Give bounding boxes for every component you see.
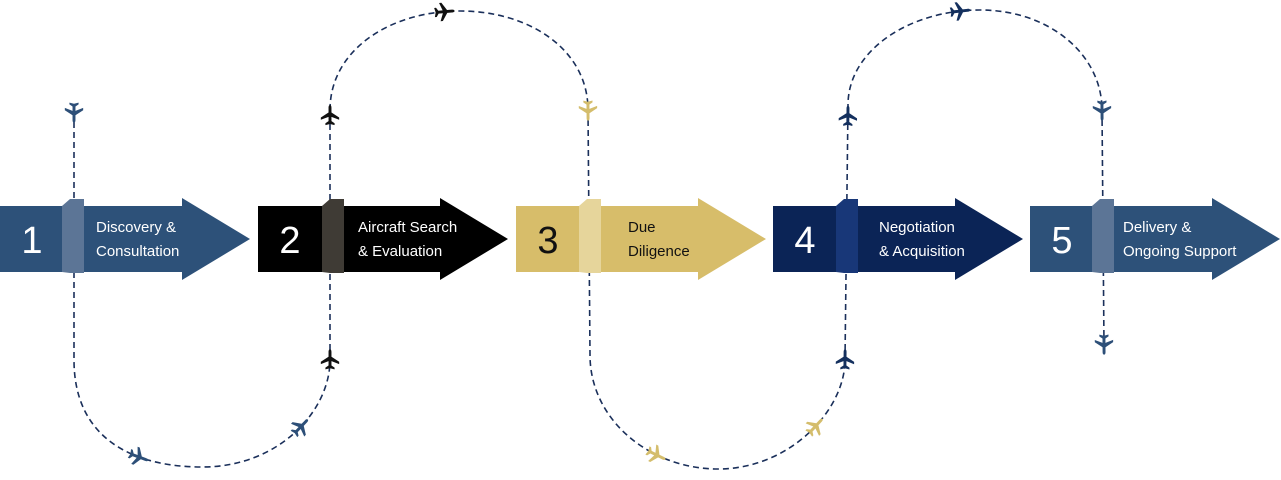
step-label-line1: Discovery & — [96, 219, 176, 236]
step-fold-band — [1092, 199, 1114, 273]
airplane-icon — [1092, 100, 1112, 121]
step-arrow-4 — [773, 198, 1023, 280]
step-label-line2: & Acquisition — [879, 243, 965, 260]
airplane-icon — [643, 442, 670, 468]
flight-path-4 — [844, 9, 1103, 361]
step-label-line2: & Evaluation — [358, 243, 442, 260]
airplane-icon — [433, 1, 456, 22]
step-label-line2: Diligence — [628, 243, 690, 260]
step-arrow-2 — [258, 198, 508, 280]
airplane-icon — [838, 105, 858, 127]
airplane-icon — [578, 100, 598, 121]
step-number: 3 — [537, 220, 558, 262]
step-fold-band — [62, 199, 84, 273]
step-label-line1: Aircraft Search — [358, 219, 457, 236]
airplane-icon — [1094, 334, 1114, 355]
step-label-line2: Ongoing Support — [1123, 243, 1237, 260]
step-1: 1 Discovery & Consultation — [0, 198, 250, 280]
step-4: 4 Negotiation & Acquisition — [773, 198, 1023, 280]
step-label-line1: Negotiation — [879, 219, 955, 236]
step-label-line1: Delivery & — [1123, 219, 1191, 236]
step-label-line2: Consultation — [96, 243, 179, 260]
airplane-icon — [320, 349, 340, 370]
flight-path-3 — [587, 109, 846, 470]
flight-path — [73, 9, 1105, 470]
flight-path-1 — [73, 112, 331, 468]
flight-path-5 — [1101, 109, 1105, 346]
step-number: 1 — [21, 220, 42, 262]
step-2: 2 Aircraft Search & Evaluation — [258, 198, 508, 280]
step-number: 4 — [794, 220, 815, 262]
step-fold-band — [836, 199, 858, 273]
airplane-icon — [64, 102, 84, 123]
step-fold-band — [322, 199, 344, 273]
airplane-icon — [126, 444, 152, 469]
airplane-icon — [949, 0, 972, 22]
airplane-icon — [835, 349, 855, 370]
step-label-line1: Due — [628, 219, 656, 236]
step-number: 5 — [1051, 220, 1072, 262]
step-fold-band — [579, 199, 601, 273]
airplane-icon — [320, 105, 340, 126]
step-arrow-3 — [516, 198, 766, 280]
flight-path-2 — [329, 10, 589, 360]
step-5: 5 Delivery & Ongoing Support — [1030, 198, 1280, 280]
step-number: 2 — [279, 220, 300, 262]
